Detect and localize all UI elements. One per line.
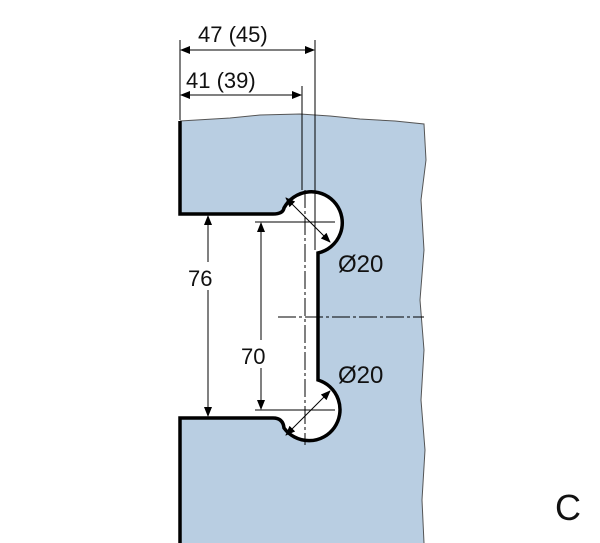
dim-label-76: 76 <box>188 266 212 291</box>
dim-label-70: 70 <box>241 344 265 369</box>
dim-line-dia-bottom <box>285 390 331 436</box>
dim-label-dia-bottom: Ø20 <box>338 362 383 389</box>
dim-label-dia-top: Ø20 <box>338 251 383 278</box>
dim-line-dia-top <box>285 197 331 243</box>
dim-label-47: 47 (45) <box>198 22 268 47</box>
glass-panel <box>180 114 426 543</box>
dim-label-41: 41 (39) <box>186 68 256 93</box>
variant-label: C <box>555 487 581 528</box>
glass-broken-edge <box>179 113 427 543</box>
